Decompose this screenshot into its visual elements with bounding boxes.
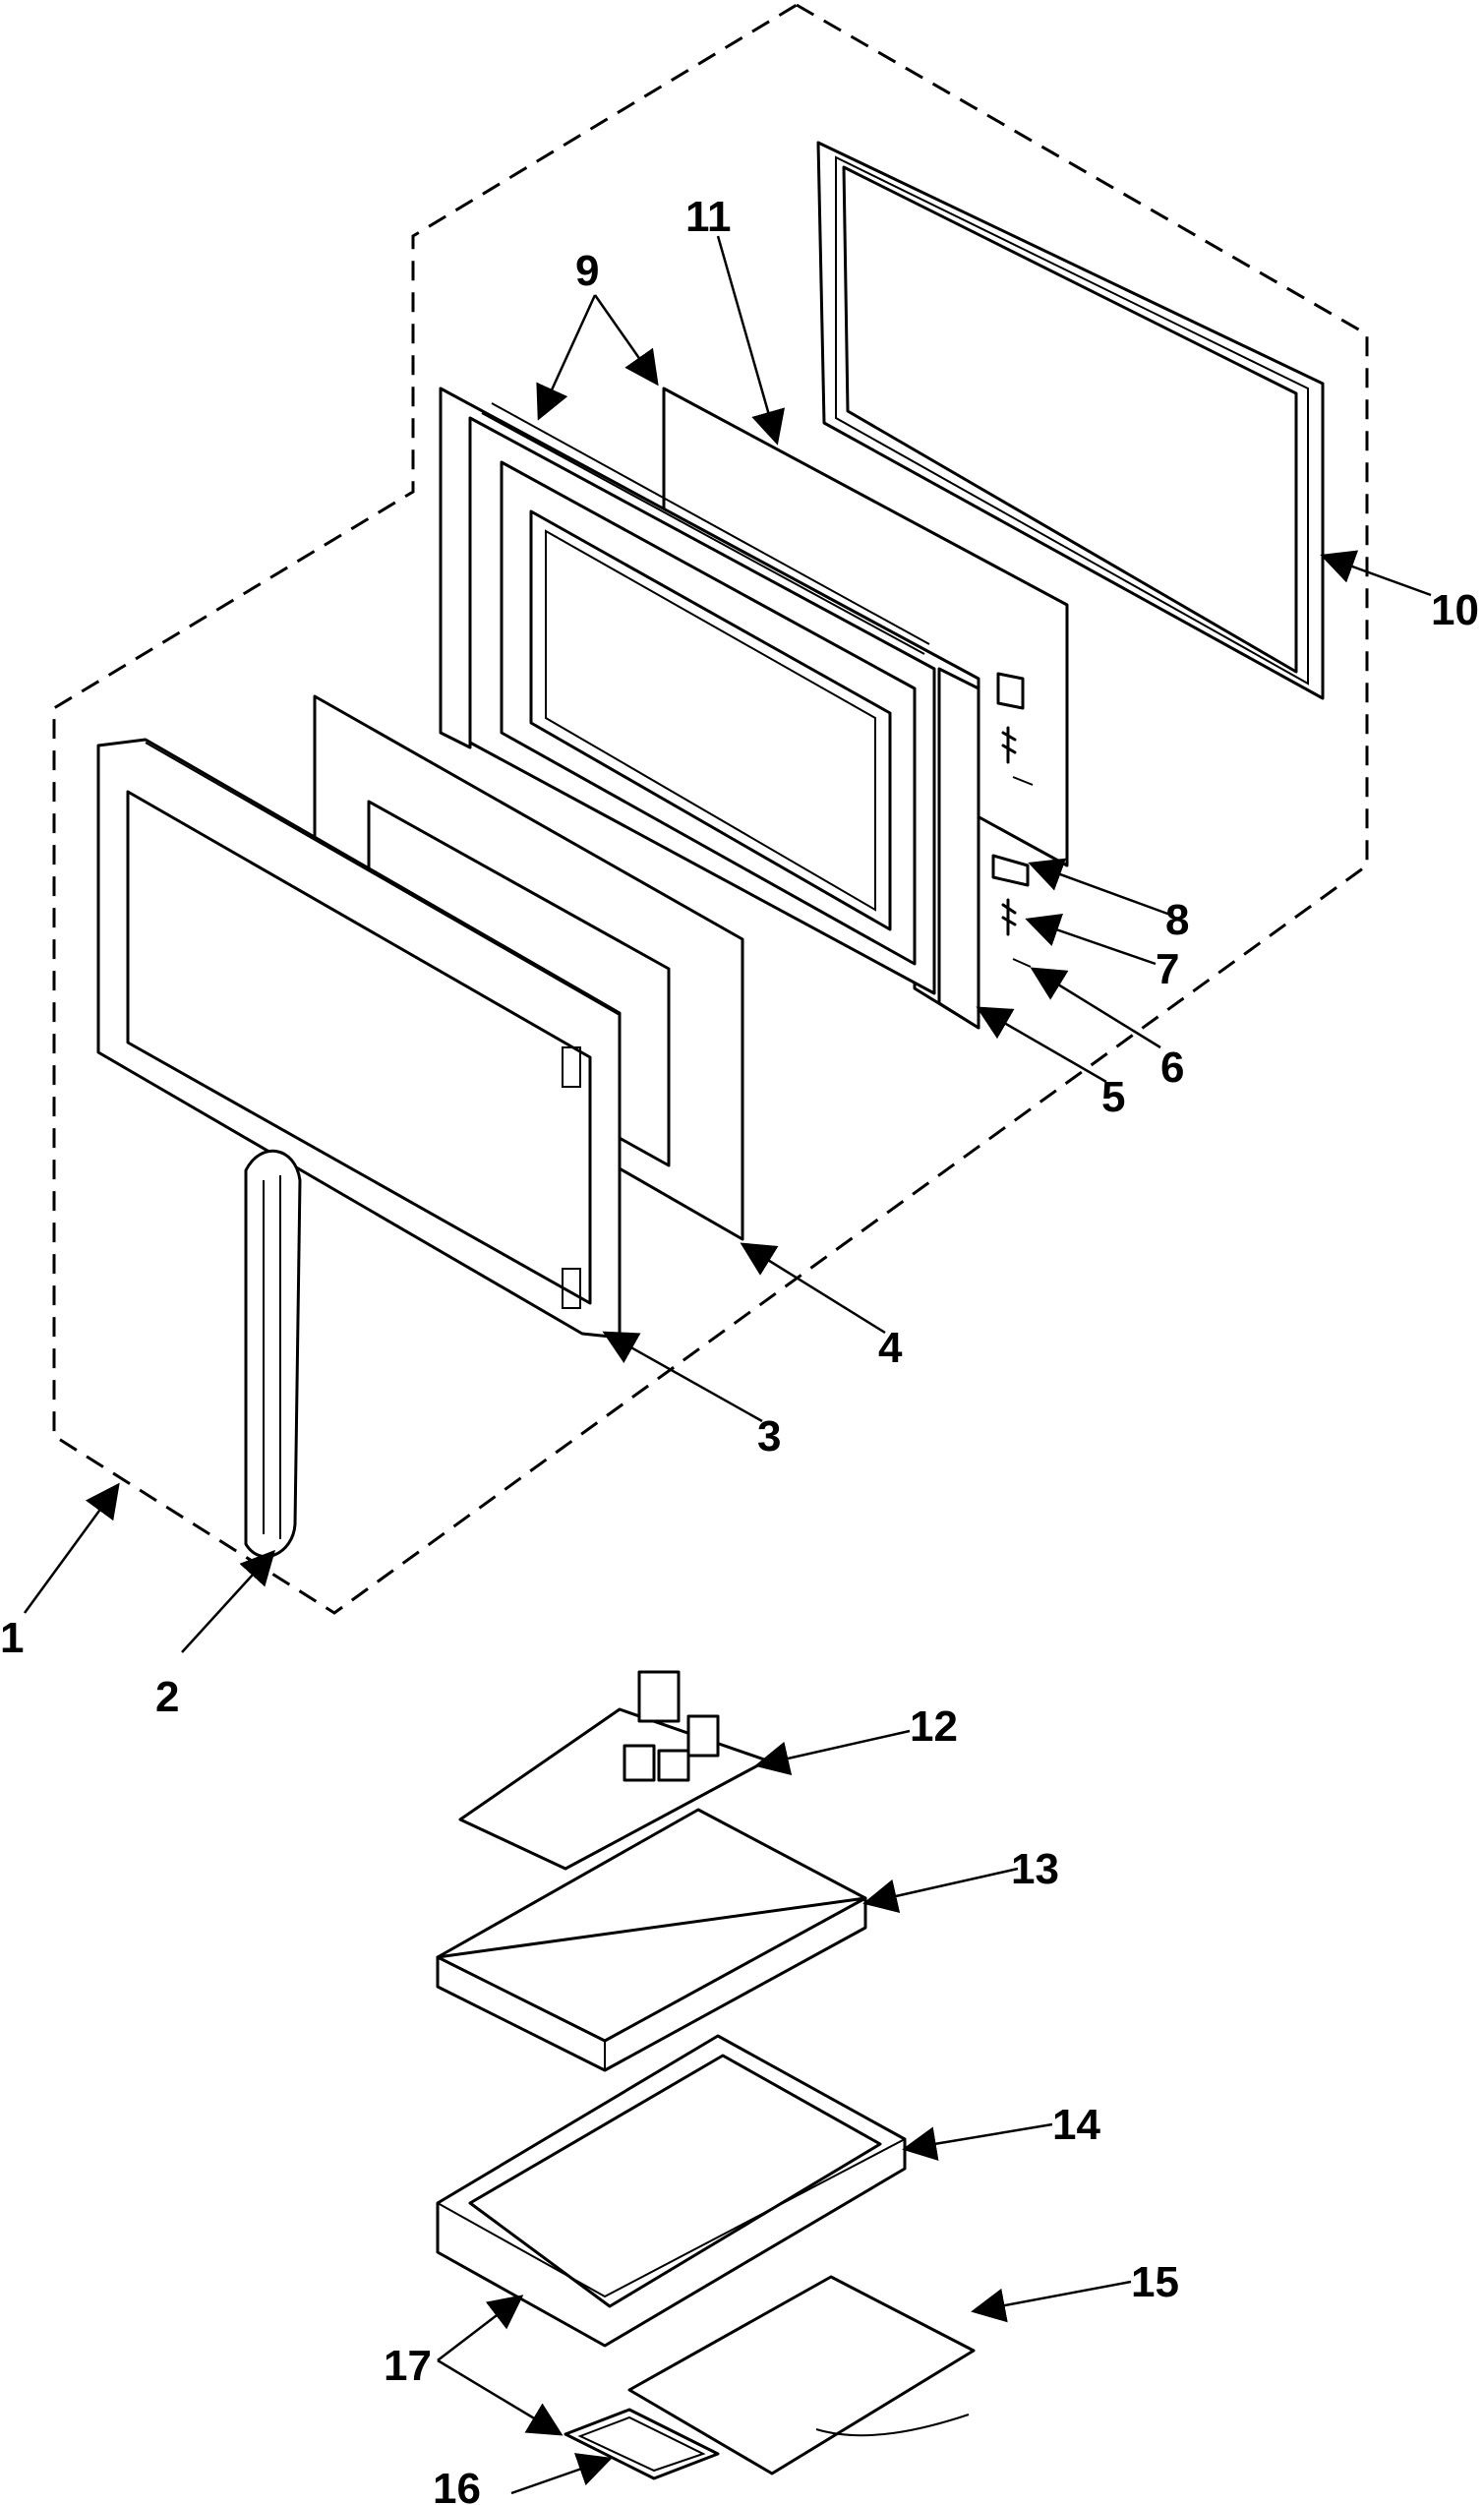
callout-14: 14 [1052,2101,1100,2149]
part-2-handle [244,1149,302,1558]
door-assembly-boundary [52,3,1369,1615]
callout-4: 4 [878,1324,903,1372]
callout-17: 17 [384,2342,432,2390]
callout-7: 7 [1156,945,1179,993]
part-15-membrane [627,2275,976,2475]
callout-8: 8 [1165,896,1189,944]
part-10-choke-frame [816,141,1325,700]
callout-6: 6 [1160,1044,1184,1092]
callout-10: 10 [1431,586,1479,634]
callout-15: 15 [1131,2258,1179,2306]
callout-9: 9 [575,247,599,295]
part-16-display-window [564,2408,720,2480]
callout-13: 13 [1011,1845,1059,1893]
callout-12: 12 [910,1702,958,1751]
latch-hardware [991,672,1034,968]
part-14-control-base [436,2034,907,2348]
callout-5: 5 [1101,1073,1125,1121]
callout-11: 11 [685,193,732,241]
callout-labels: 1 2 3 4 5 6 7 8 9 10 11 12 13 14 15 17 1… [0,193,1479,2505]
callout-16: 16 [433,2465,481,2505]
callout-3: 3 [757,1412,781,1461]
part-12-control-pcb [458,1670,769,1871]
leader-lines [23,235,1432,2495]
part-13-control-housing [436,1808,867,2072]
callout-1: 1 [0,1614,24,1662]
callout-2: 2 [155,1673,179,1721]
